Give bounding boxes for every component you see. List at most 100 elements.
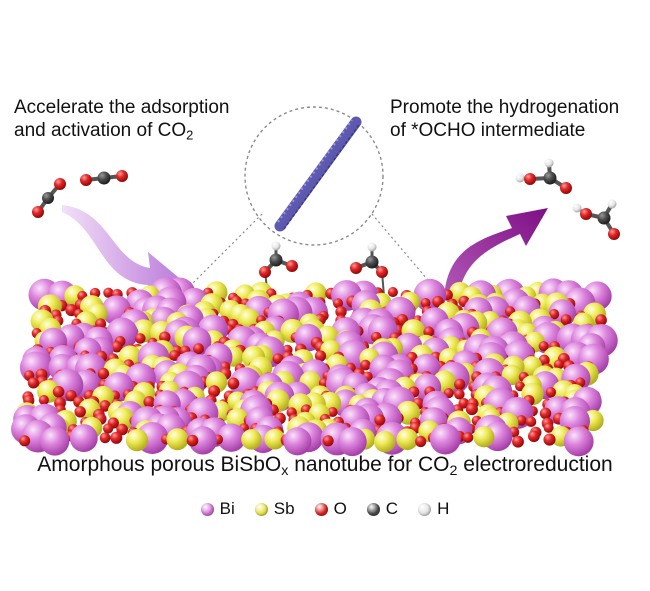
legend-item-h: H [418, 499, 449, 519]
atom-o [454, 389, 465, 400]
legend-item-bi: Bi [200, 499, 235, 519]
atom-sb [473, 426, 495, 448]
atom-o [27, 377, 39, 389]
adsorption-line-1: Accelerate the adsorption [14, 97, 230, 118]
adsorption-line-2-text: and activation of CO [14, 120, 187, 141]
legend-label: O [333, 499, 347, 518]
atom-o [462, 432, 474, 443]
caption-subscript-2: 2 [449, 462, 458, 479]
atom-o [515, 381, 525, 392]
atom-o [135, 333, 146, 344]
adsorption-arrow [62, 205, 184, 300]
atom-o [97, 367, 110, 380]
co2-molecule-2 [80, 170, 128, 186]
caption-prefix: Amorphous porous BiSbO [37, 453, 282, 476]
atom-o [193, 343, 205, 355]
atom-o [110, 431, 123, 444]
atom-o [116, 423, 129, 436]
atom-o [99, 432, 111, 444]
atom-o [539, 407, 552, 420]
zoom-line-left [183, 213, 263, 293]
atom-o [545, 387, 557, 398]
nanotube-image [274, 116, 362, 232]
hydrogenation-line-1: Promote the hydrogenation [390, 97, 620, 118]
legend-swatch-h [418, 502, 432, 516]
legend-item-sb: Sb [254, 499, 295, 519]
legend-item-o: O [314, 499, 347, 519]
zoom-line-right [371, 213, 439, 293]
atom-sb [125, 428, 149, 452]
atom-o [538, 341, 549, 352]
legend-label: H [437, 499, 450, 518]
atom-sb [396, 428, 419, 451]
atom-sb [374, 430, 396, 453]
legend-swatch-sb [254, 502, 268, 516]
caption-subscript-x: x [281, 462, 289, 479]
atom-o [227, 377, 240, 390]
atom-bi [217, 423, 246, 452]
atom-o [335, 306, 347, 318]
adsorption-line-2: and activation of CO2 [14, 119, 229, 142]
co2-subscript: 2 [186, 127, 194, 143]
co2-molecule-1 [32, 178, 66, 218]
atom-o [52, 385, 65, 398]
atom-o [553, 359, 564, 370]
atom-o [465, 403, 478, 416]
formate-molecule-2 [572, 199, 620, 240]
formate-molecule-1 [515, 158, 572, 194]
legend-item-c: C [366, 499, 399, 519]
legend-swatch-c [366, 502, 380, 516]
atom-bi [563, 426, 594, 457]
atom-o [525, 416, 537, 427]
atom-bi [283, 427, 312, 456]
atom-bi [188, 426, 218, 455]
atom-o [111, 341, 123, 353]
atom-legend: Bi Sb O C H [0, 499, 650, 519]
atom-o [516, 415, 527, 426]
legend-label: Sb [273, 499, 295, 518]
atom-o [387, 287, 398, 298]
atom-bi [429, 423, 461, 455]
atom-o [548, 309, 560, 320]
atom-o [314, 350, 327, 362]
atom-o [374, 414, 386, 426]
legend-label: Bi [219, 499, 235, 518]
hydrogenation-line-2: of *OCHO intermediate [390, 120, 586, 141]
atom-o [528, 430, 540, 443]
ocho-intermediate-2 [350, 242, 388, 297]
atom-o [512, 435, 524, 448]
atom-bi [69, 424, 98, 453]
atom-o [38, 395, 49, 406]
atom-o [208, 385, 221, 398]
atom-o [333, 298, 343, 309]
legend-swatch-o [314, 502, 328, 516]
atom-o [360, 359, 371, 371]
atom-o [327, 406, 338, 418]
atom-o [65, 390, 77, 402]
atom-o [272, 353, 284, 365]
figure-caption: Amorphous porous BiSbOx nanotube for CO2… [0, 452, 650, 478]
atom-o [74, 406, 86, 418]
atom-sb [166, 428, 189, 451]
legend-label: C [385, 499, 399, 518]
atom-o [560, 314, 572, 325]
atom-o [186, 434, 199, 447]
legend-swatch-bi [200, 502, 214, 516]
atom-sb [241, 429, 262, 450]
atom-o [99, 400, 111, 412]
atom-o [543, 433, 556, 446]
caption-middle: nanotube for CO [288, 453, 450, 476]
atom-o [415, 435, 427, 448]
atom-o [143, 396, 156, 408]
amorphous-bisbox-slab [11, 277, 618, 457]
hydrogenation-annotation: Promote the hydrogenation of *OCHO inter… [390, 96, 619, 142]
atom-bi [106, 317, 138, 350]
atom-o [102, 423, 114, 434]
atom-o [103, 287, 114, 298]
atom-o [423, 326, 435, 338]
atom-o [420, 298, 431, 308]
atom-bi [40, 426, 70, 456]
atom-bi [337, 427, 367, 457]
atom-o [543, 422, 554, 433]
